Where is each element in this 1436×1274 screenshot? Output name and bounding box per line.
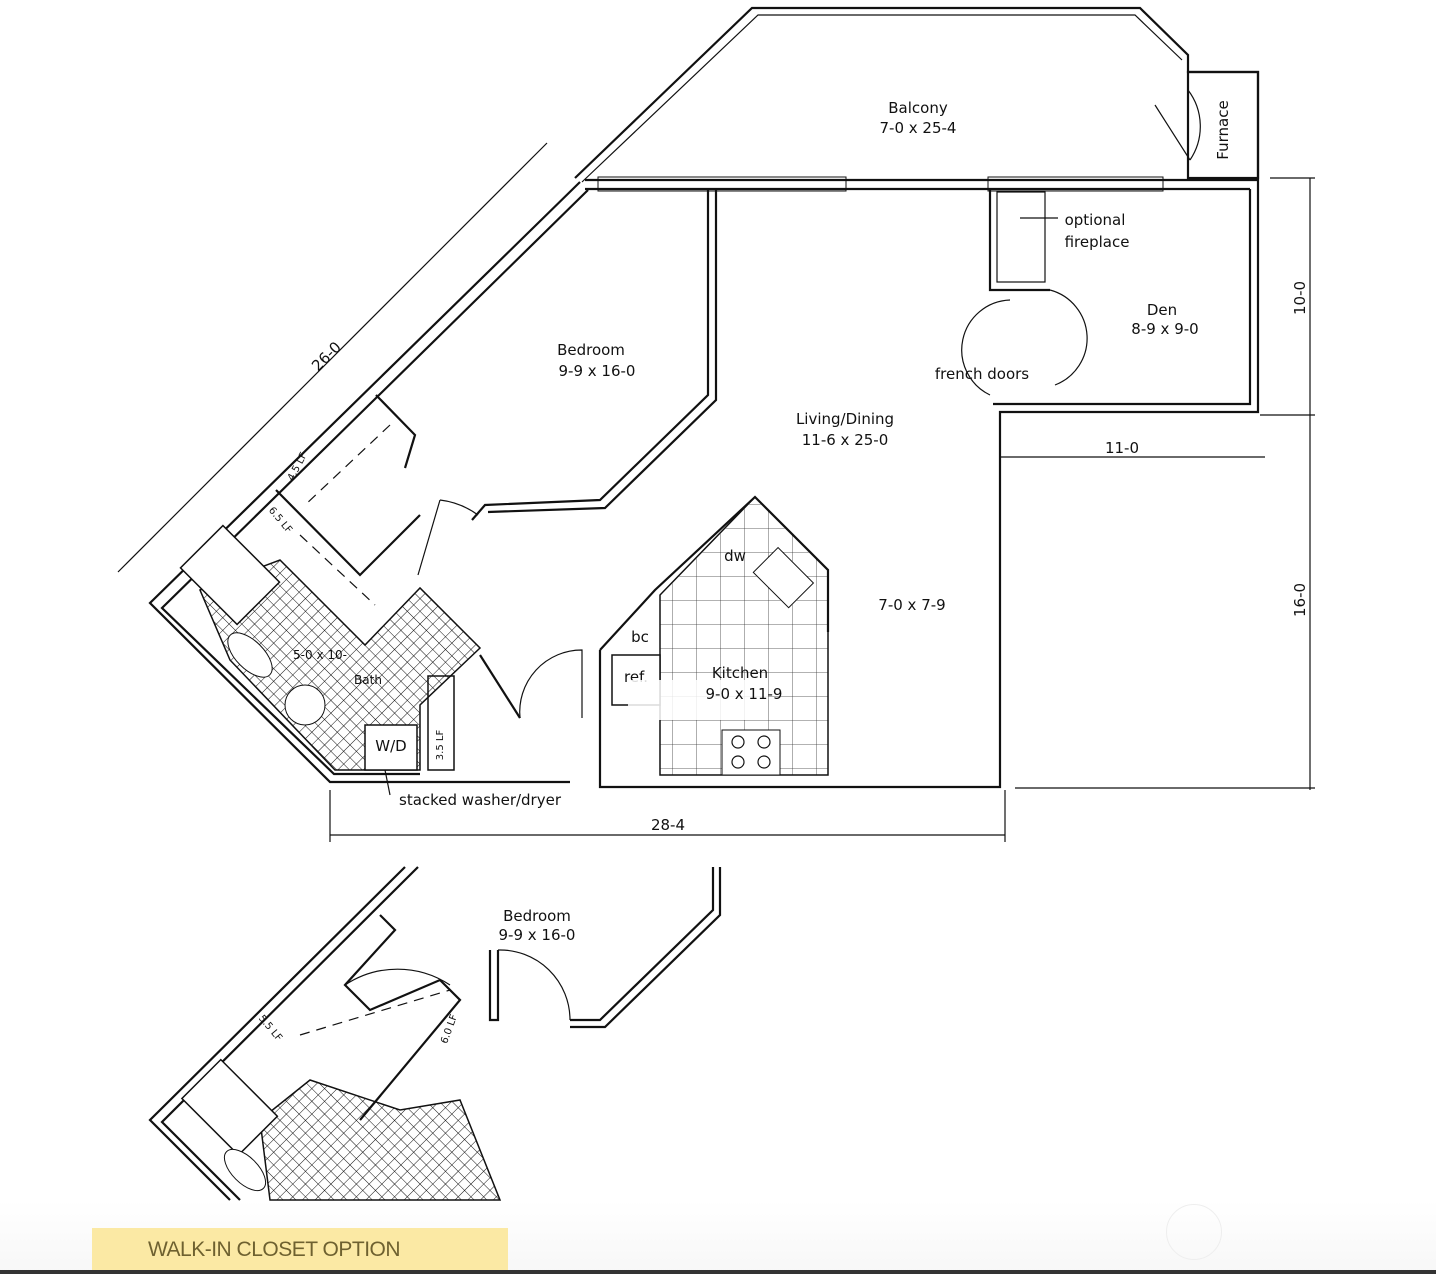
furnace-closet bbox=[1186, 70, 1260, 180]
kitchen-name: Kitchen bbox=[712, 664, 768, 682]
walk-in-closet-option-plan: 5.5 LF 6.0 LF Bedroom 9-9 x 16-0 bbox=[148, 866, 722, 1201]
window bbox=[597, 176, 847, 192]
fireplace-line2: fireplace bbox=[1065, 233, 1130, 251]
option-label-text: WALK-IN CLOSET OPTION bbox=[148, 1238, 401, 1261]
den-name: Den bbox=[1147, 301, 1177, 319]
dimension-bottom: 28-4 bbox=[651, 816, 685, 834]
bath: W/D 5-0 x 10- Bath stacked washer/dryer bbox=[179, 524, 583, 809]
dimension-den-width: 11-0 bbox=[1105, 439, 1139, 457]
walk-in-closet-option-label: WALK-IN CLOSET OPTION bbox=[92, 1228, 508, 1272]
option-closet-label: 6.0 LF bbox=[439, 1013, 460, 1046]
dw-label: dw bbox=[724, 547, 746, 565]
closet-label: 3.5 LF bbox=[435, 730, 446, 761]
dimension-right-top: 10-0 bbox=[1291, 281, 1309, 315]
french-doors-label: french doors bbox=[935, 365, 1029, 383]
bedroom-walls bbox=[417, 190, 718, 576]
furnace-label: Furnace bbox=[1214, 100, 1232, 159]
sink bbox=[284, 684, 326, 726]
circle-button[interactable] bbox=[1166, 1204, 1222, 1260]
balcony-size: 7-0 x 25-4 bbox=[880, 119, 957, 137]
stove bbox=[721, 729, 781, 776]
washer-dryer bbox=[364, 724, 418, 771]
wd-label: W/D bbox=[375, 737, 406, 755]
bedroom-size: 9-9 x 16-0 bbox=[559, 362, 636, 380]
dining-size: 7-0 x 7-9 bbox=[878, 596, 945, 614]
bc-label: bc bbox=[631, 628, 649, 646]
stacked-washer-dryer-label: stacked washer/dryer bbox=[399, 791, 562, 809]
window bbox=[987, 176, 1164, 192]
toilet bbox=[227, 632, 273, 678]
dimension-diagonal: 26-0 bbox=[308, 338, 345, 375]
exterior-walls bbox=[148, 176, 1260, 789]
fireplace-line1: optional bbox=[1065, 211, 1126, 229]
closet-label: 6.5 LF bbox=[266, 505, 294, 536]
balcony-name: Balcony bbox=[888, 99, 948, 117]
dimension-right-bottom: 16-0 bbox=[1291, 583, 1309, 617]
bathtub bbox=[179, 524, 281, 626]
kitchen: ref. bc dw Kitchen 9-0 x 11-9 bbox=[599, 495, 830, 776]
living-size: 11-6 x 25-0 bbox=[802, 431, 889, 449]
fireplace bbox=[996, 191, 1046, 283]
kitchen-sink bbox=[752, 546, 815, 609]
den-size: 8-9 x 9-0 bbox=[1131, 320, 1198, 338]
bottom-bar bbox=[0, 1270, 1436, 1274]
option-bedroom-size: 9-9 x 16-0 bbox=[499, 926, 576, 944]
option-closet-label: 5.5 LF bbox=[256, 1013, 284, 1044]
balcony bbox=[574, 6, 1260, 183]
bedroom-name: Bedroom bbox=[557, 341, 625, 359]
living-name: Living/Dining bbox=[796, 410, 894, 428]
bath-size: 5-0 x 10- bbox=[293, 648, 347, 662]
bath-label: Bath bbox=[354, 673, 382, 687]
option-bedroom-name: Bedroom bbox=[503, 907, 571, 925]
den bbox=[961, 190, 1088, 396]
kitchen-size: 9-0 x 11-9 bbox=[706, 685, 783, 703]
